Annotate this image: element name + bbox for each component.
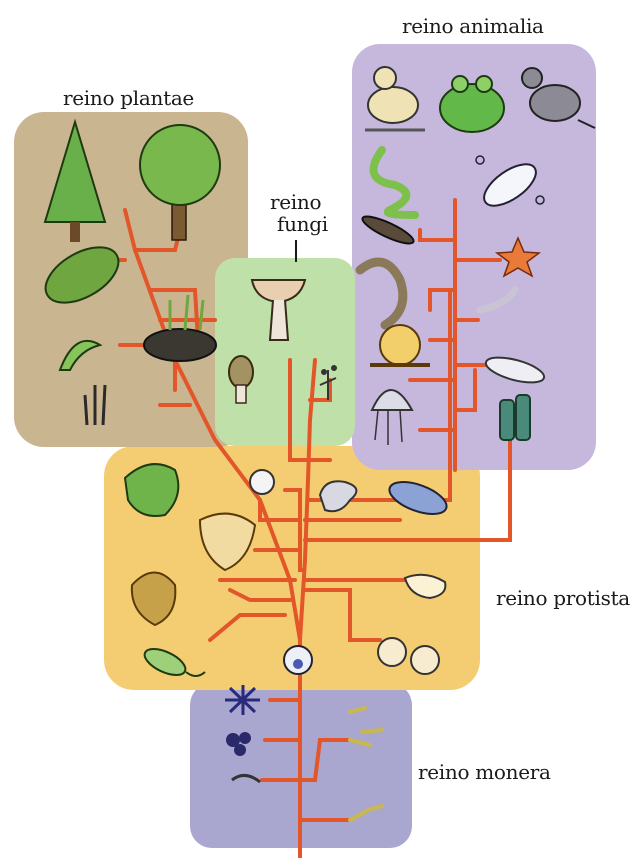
animalia-label: reino animalia [402, 14, 544, 38]
pearl-cell-icon [250, 470, 274, 494]
cyanobacteria-icon [225, 685, 260, 715]
fungi-label-line2: fungi [277, 212, 328, 236]
monera-label: reino monera [418, 760, 551, 784]
plantae-label: reino plantae [63, 86, 194, 110]
protista-label: reino protista [496, 586, 630, 610]
sponge-icon [500, 395, 530, 440]
flagellate-icon [284, 646, 312, 674]
fungi-label-line1: reino [270, 190, 321, 214]
